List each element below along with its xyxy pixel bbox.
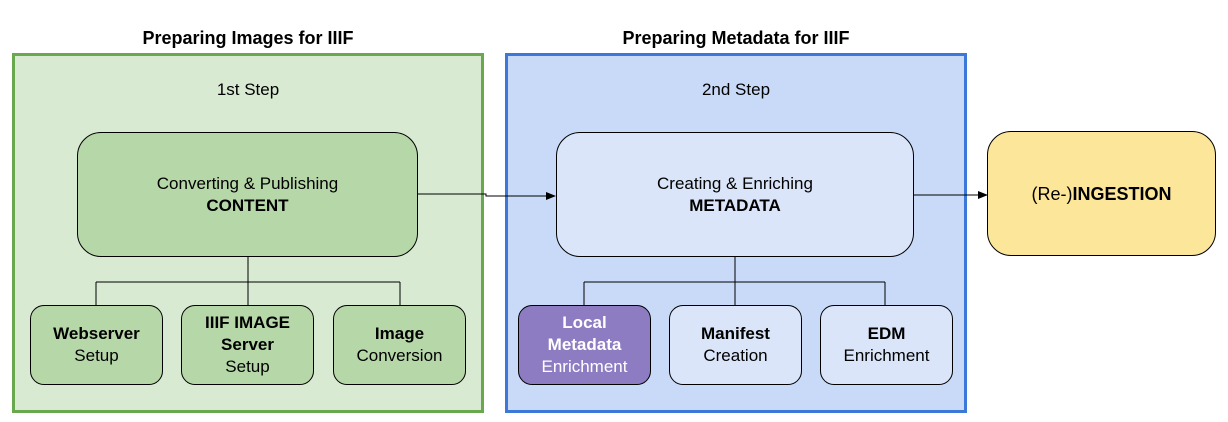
step-label-2: 2nd Step [701, 80, 771, 99]
converting-content-box: Converting & Publishing CONTENT [77, 132, 418, 257]
ingestion-box: (Re-)INGESTION [987, 131, 1216, 256]
image-conversion-subtitle: Conversion [356, 346, 443, 365]
arrow-content-to-metadata [418, 192, 556, 200]
local-metadata-title: Local Metadata [547, 313, 622, 354]
iiif-image-server-subtitle: Setup [225, 357, 270, 376]
edm-enrichment-subtitle: Enrichment [843, 346, 930, 365]
image-conversion-title: Image [374, 324, 425, 343]
manifest-creation-title: Manifest [701, 324, 770, 343]
creating-metadata-box: Creating & Enriching METADATA [556, 132, 914, 257]
ingestion-label: INGESTION [1072, 183, 1172, 204]
iiif-image-server-setup-box: IIIF IMAGE Server Setup [181, 305, 314, 385]
manifest-creation-subtitle: Creation [703, 346, 768, 365]
creating-metadata-line1: Creating & Enriching [657, 173, 813, 193]
edm-enrichment-box: EDM Enrichment [820, 305, 953, 385]
manifest-creation-box: Manifest Creation [669, 305, 802, 385]
left-section-heading: Preparing Images for IIIF [142, 28, 354, 48]
converting-content-line1: Converting & Publishing [156, 173, 339, 193]
local-metadata-enrichment-box: Local Metadata Enrichment [518, 305, 651, 385]
iiif-image-server-title: IIIF IMAGE Server [205, 313, 290, 354]
converting-content-line2: CONTENT [206, 195, 289, 215]
edm-enrichment-title: EDM [867, 324, 906, 343]
step-label-1: 1st Step [216, 80, 280, 99]
ingestion-prefix: (Re-) [1031, 183, 1073, 204]
webserver-setup-box: Webserver Setup [30, 305, 163, 385]
creating-metadata-line2: METADATA [689, 195, 781, 215]
local-metadata-subtitle: Enrichment [541, 357, 628, 376]
webserver-setup-subtitle: Setup [74, 346, 119, 365]
right-section-heading: Preparing Metadata for IIIF [622, 28, 850, 48]
webserver-setup-title: Webserver [53, 324, 140, 343]
image-conversion-box: Image Conversion [333, 305, 466, 385]
